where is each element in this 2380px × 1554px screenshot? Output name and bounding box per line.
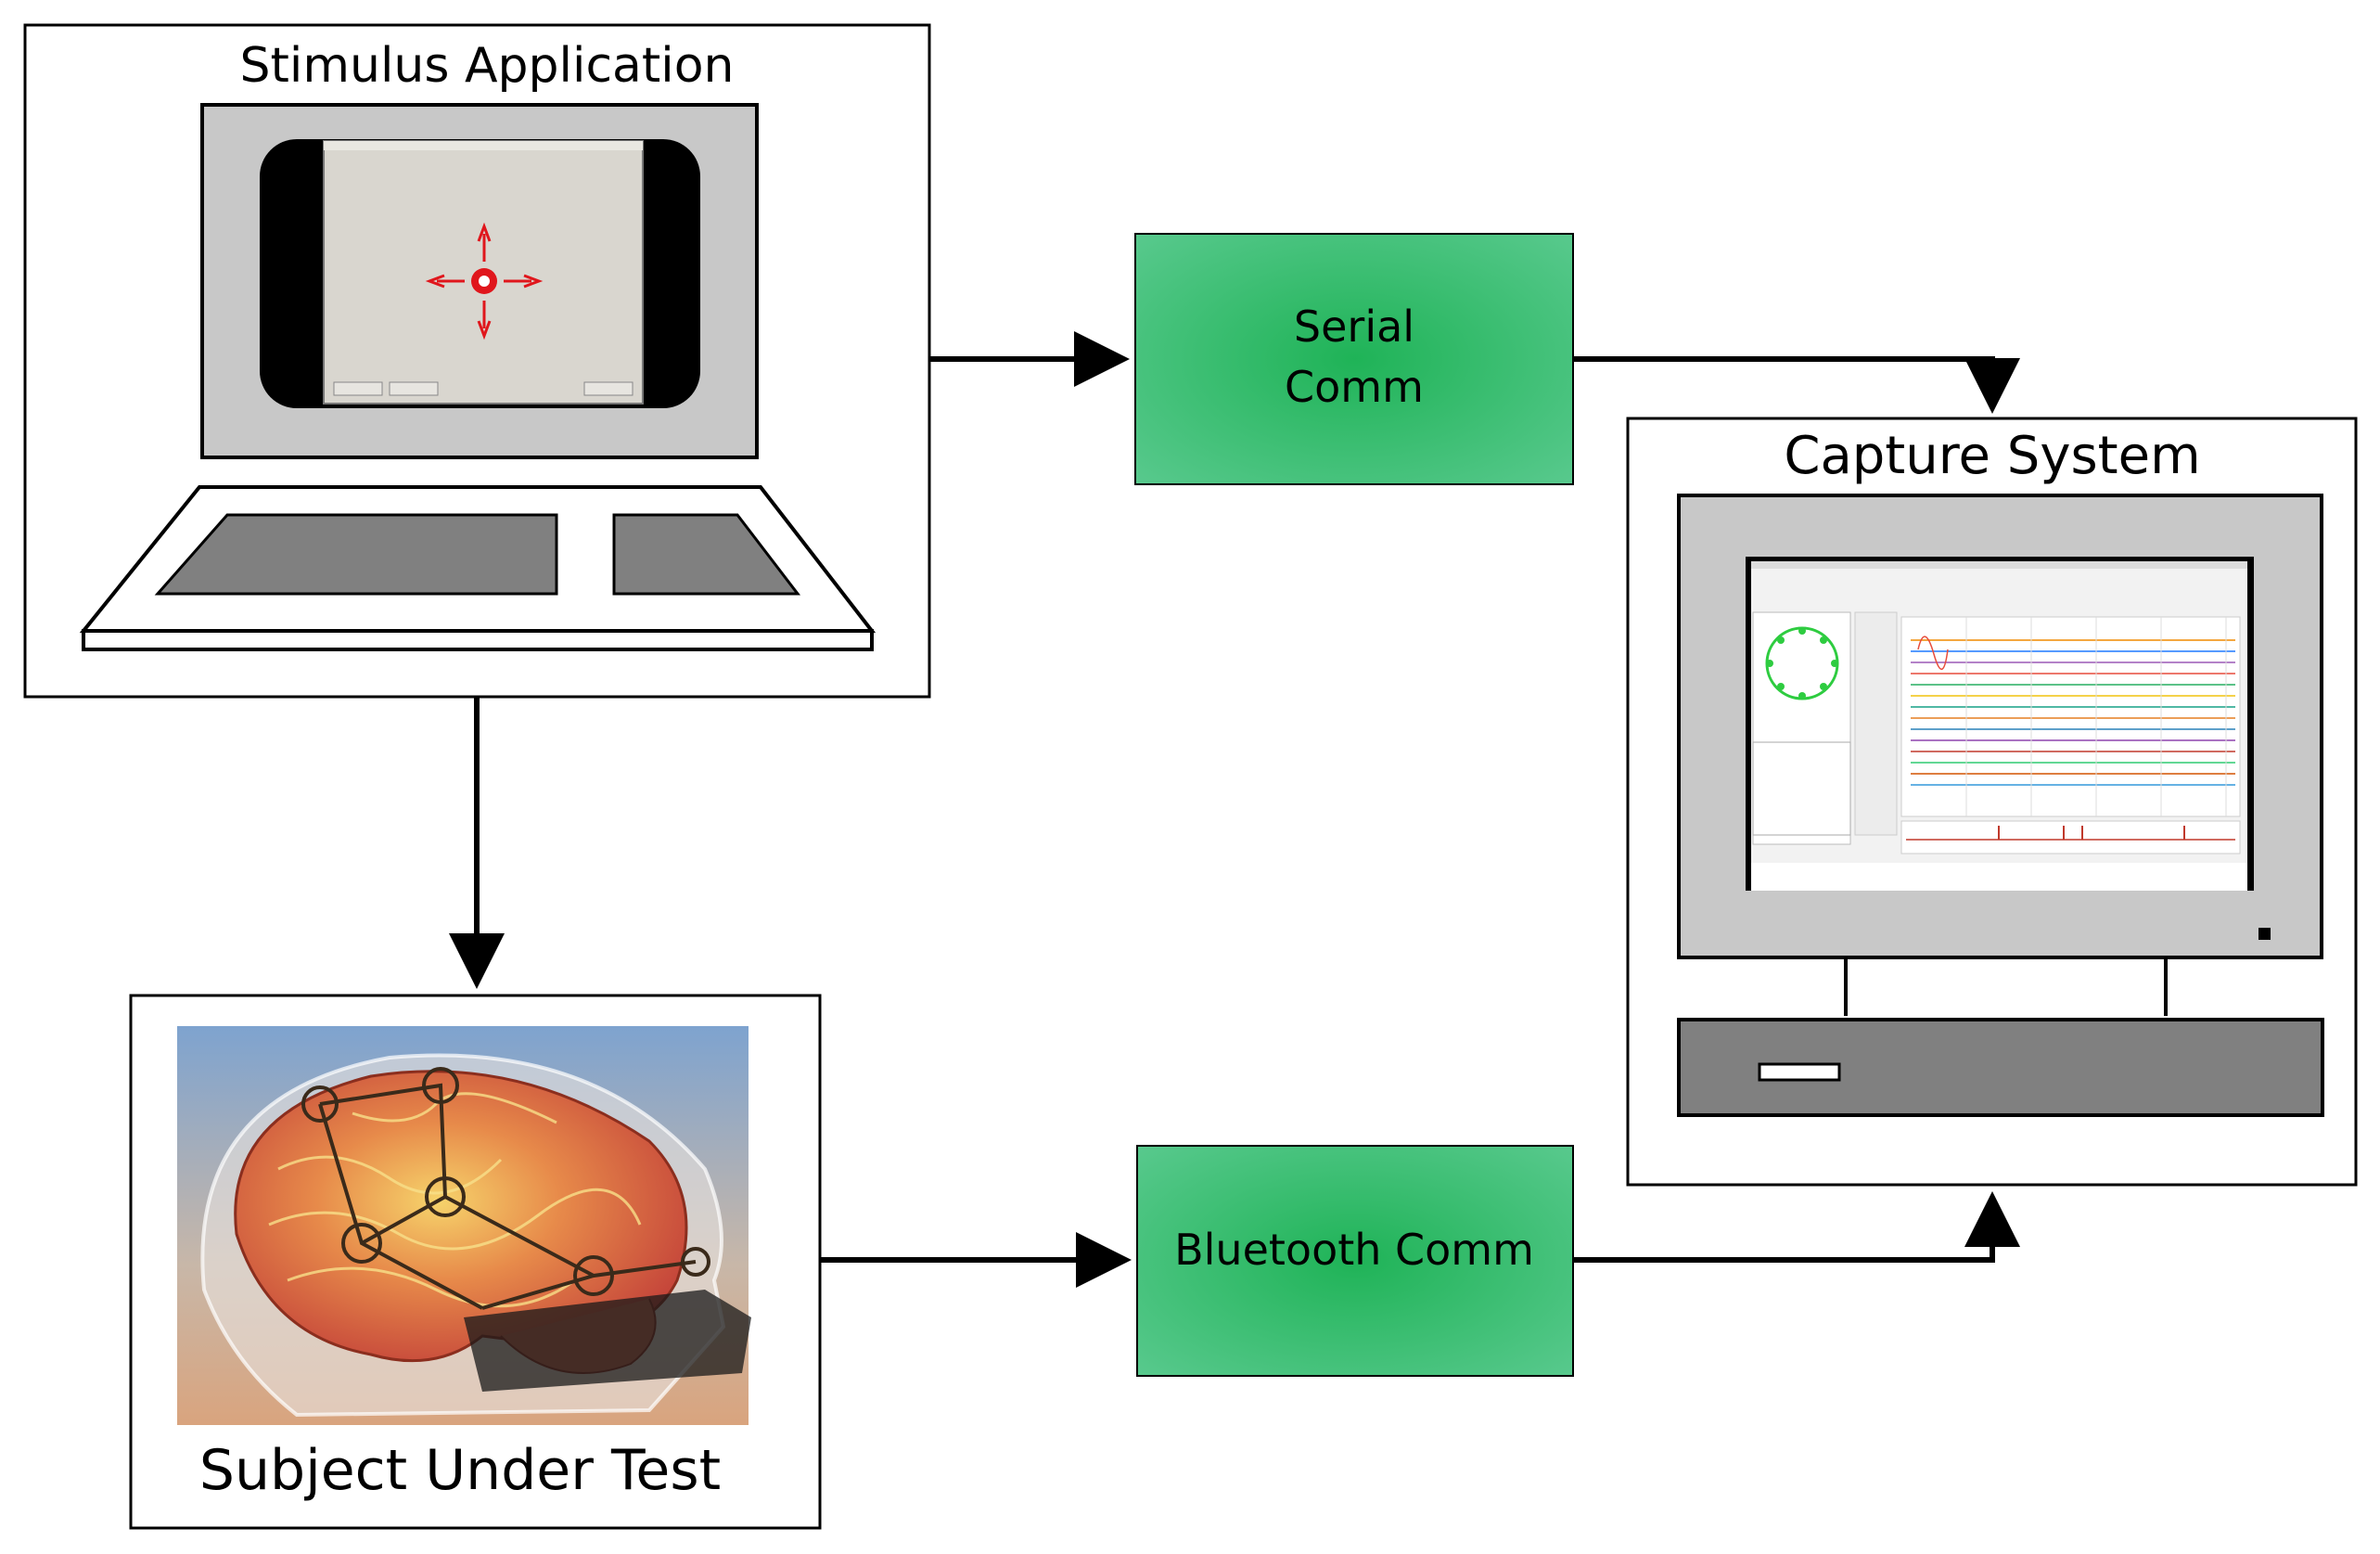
target-crosshair-icon: [425, 222, 544, 340]
laptop-base: [79, 485, 877, 651]
arrow-serial-to-capture: [1573, 356, 2020, 414]
capture-system-panel: Capture System: [1626, 417, 2358, 1187]
disk-drive-slot: [1758, 1062, 1841, 1082]
arrow-bluetooth-to-capture: [1573, 1191, 2020, 1263]
serial-line1: Serial: [1294, 302, 1414, 352]
serial-line2: Comm: [1285, 362, 1424, 412]
serial-comm-box: Serial Comm: [1134, 233, 1574, 485]
keyboard-right: [612, 513, 801, 596]
bluetooth-comm-box: Bluetooth Comm: [1136, 1145, 1574, 1377]
capture-title: Capture System: [1784, 426, 2200, 486]
connectors: [449, 331, 2020, 1288]
desktop-monitor-icon: [1677, 494, 2323, 959]
subject-title: Subject Under Test: [199, 1438, 721, 1503]
keyboard-left: [154, 513, 558, 596]
power-led: [2258, 928, 2271, 940]
eeg-software-window: [1751, 561, 2247, 891]
laptop-icon: [200, 103, 759, 459]
eeg-headset-icon: [301, 1067, 710, 1310]
brain-icon: [234, 1070, 688, 1363]
stimulus-application-panel: Stimulus Application: [23, 23, 931, 699]
pc-tower-icon: [1677, 1018, 2324, 1117]
bluetooth-label: Bluetooth Comm: [1174, 1225, 1534, 1275]
stimulus-title: Stimulus Application: [239, 38, 734, 94]
subject-under-test-panel: Subject Under Test: [129, 994, 822, 1530]
brain-eeg-image: [177, 1026, 751, 1425]
